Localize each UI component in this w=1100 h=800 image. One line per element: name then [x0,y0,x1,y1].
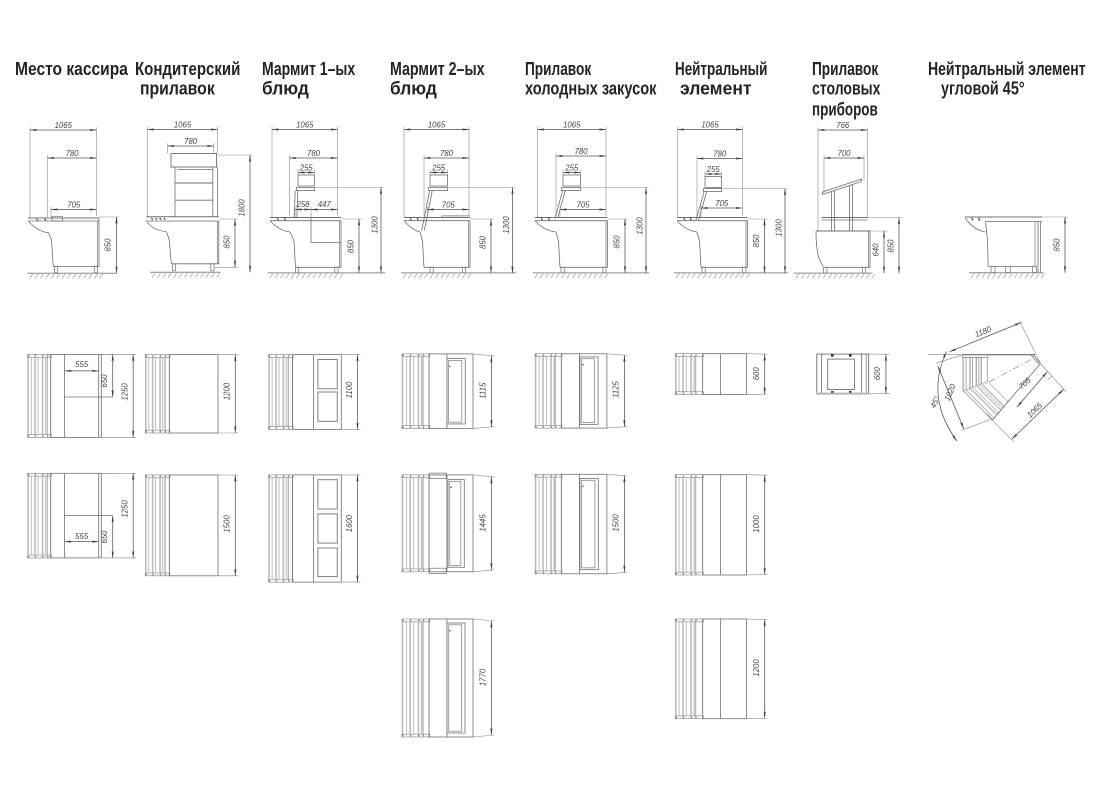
svg-text:640: 640 [871,243,880,257]
svg-text:1500: 1500 [612,514,621,532]
svg-text:Прилавок: Прилавок [812,59,879,79]
svg-text:850: 850 [886,239,895,253]
svg-text:1300: 1300 [502,216,511,234]
svg-text:угловой 45°: угловой 45° [941,78,1025,99]
svg-text:1180: 1180 [974,324,993,339]
svg-text:650: 650 [100,530,109,544]
svg-text:1065: 1065 [55,121,73,130]
svg-text:780: 780 [440,149,454,158]
svg-text:Прилавок: Прилавок [525,59,592,79]
svg-text:Нейтральный элемент: Нейтральный элемент [928,59,1086,79]
svg-text:255: 255 [564,163,578,172]
svg-text:780: 780 [307,149,321,158]
svg-text:Мармит 1–ых: Мармит 1–ых [262,59,355,79]
svg-text:780: 780 [713,149,727,158]
svg-text:1200: 1200 [223,382,232,400]
svg-text:447: 447 [318,200,332,209]
svg-text:650: 650 [100,374,109,388]
svg-text:850: 850 [612,235,621,249]
svg-text:блюд: блюд [390,78,437,99]
svg-text:850: 850 [346,239,355,253]
svg-text:780: 780 [575,147,589,156]
svg-text:1000: 1000 [752,515,761,533]
svg-text:766: 766 [836,121,850,130]
svg-text:1065: 1065 [701,120,719,129]
svg-text:Нейтральный: Нейтральный [675,59,767,80]
svg-text:705: 705 [67,200,81,209]
svg-text:блюд: блюд [262,78,309,99]
svg-text:Кондитерский: Кондитерский [135,59,240,80]
svg-text:555: 555 [75,532,89,541]
svg-text:255: 255 [706,165,720,174]
svg-text:780: 780 [184,137,198,146]
svg-text:приборов: приборов [812,99,878,120]
svg-text:850: 850 [103,238,112,252]
svg-text:1250: 1250 [120,383,129,401]
svg-text:1065: 1065 [428,120,446,129]
svg-text:850: 850 [752,234,761,248]
svg-text:1065: 1065 [296,120,314,129]
svg-text:255: 255 [431,163,445,172]
svg-text:780: 780 [66,149,80,158]
svg-text:столовых: столовых [812,79,880,99]
svg-text:705: 705 [715,199,729,208]
svg-text:850: 850 [478,235,487,249]
svg-text:1250: 1250 [120,500,129,518]
svg-text:1125: 1125 [612,381,621,398]
svg-text:1600: 1600 [345,514,354,532]
svg-text:255: 255 [299,163,313,172]
svg-text:705: 705 [442,200,456,209]
svg-text:Место кассира: Место кассира [15,59,128,80]
svg-text:1200: 1200 [752,659,761,677]
svg-text:1300: 1300 [635,217,644,235]
svg-text:700: 700 [838,149,852,158]
svg-text:элемент: элемент [680,78,752,99]
svg-text:258: 258 [296,200,310,209]
svg-text:600: 600 [873,367,882,381]
svg-text:1065: 1065 [174,120,192,129]
svg-text:холодных закусок: холодных закусок [525,78,657,99]
svg-text:1800: 1800 [237,199,246,217]
svg-text:555: 555 [75,360,89,369]
svg-text:600: 600 [752,367,761,381]
svg-text:1445: 1445 [479,514,488,532]
svg-text:1100: 1100 [345,381,354,398]
svg-text:Мармит 2–ых: Мармит 2–ых [390,59,485,79]
svg-text:1300: 1300 [370,216,379,234]
svg-text:прилавок: прилавок [140,77,215,99]
svg-text:1770: 1770 [479,668,488,686]
svg-text:1020: 1020 [943,382,958,402]
svg-text:850: 850 [1052,238,1061,252]
svg-text:1065: 1065 [563,120,581,129]
svg-text:705: 705 [577,200,591,209]
svg-text:1115: 1115 [479,382,488,399]
svg-text:1500: 1500 [223,515,232,533]
svg-text:850: 850 [222,235,231,249]
svg-text:1300: 1300 [774,219,783,237]
